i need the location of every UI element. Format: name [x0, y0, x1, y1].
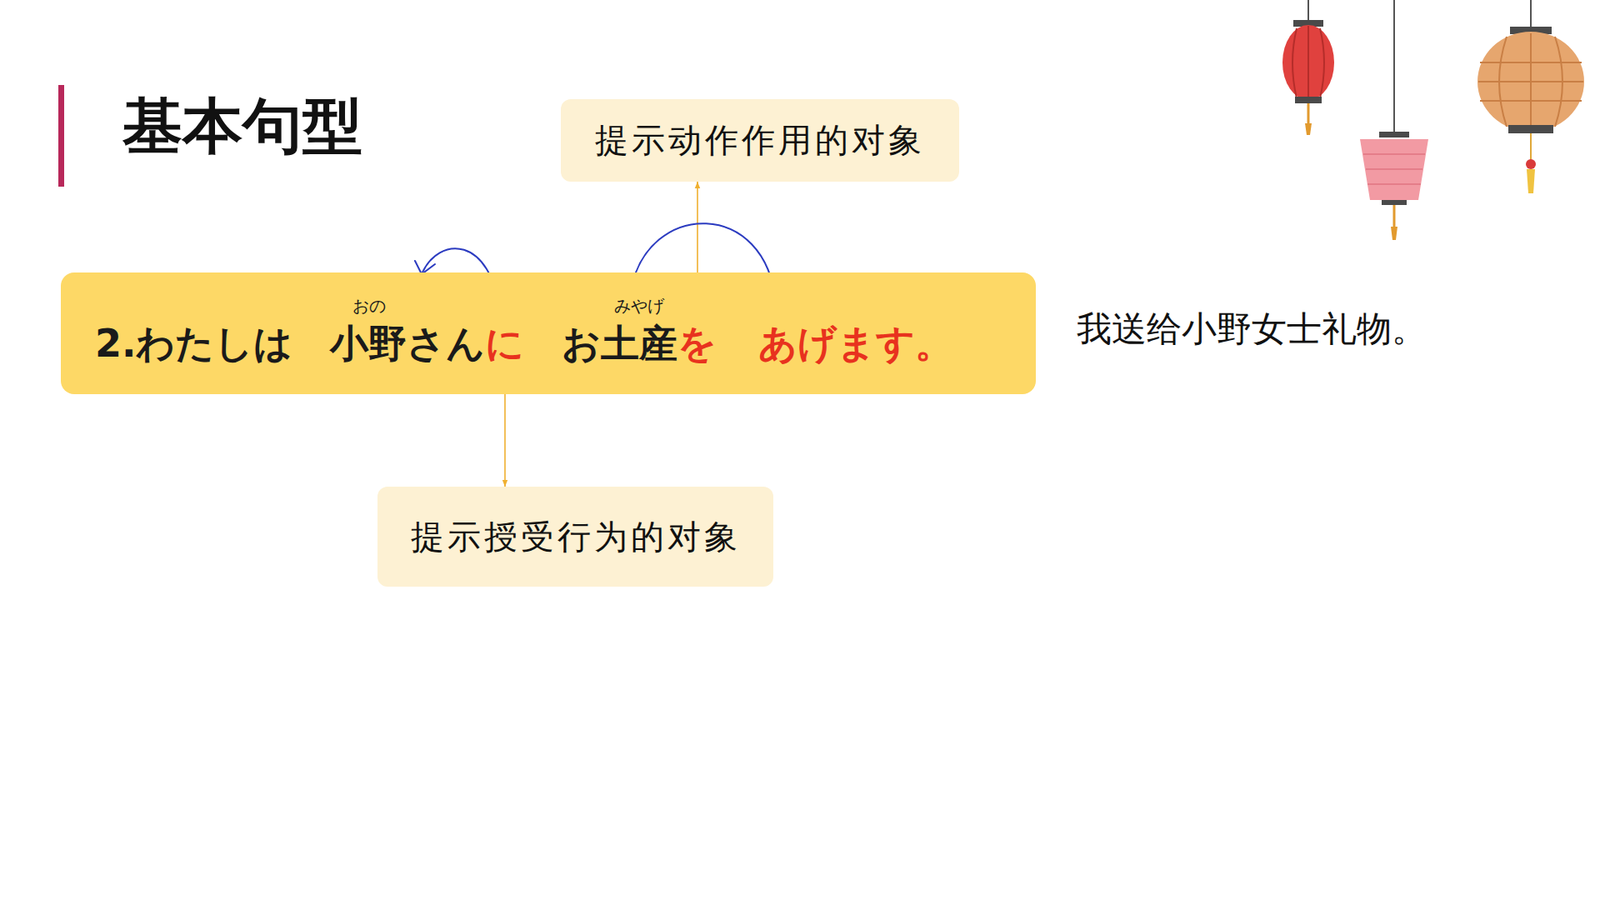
accent-bar: [58, 85, 65, 187]
lantern-ribs: [1292, 25, 1325, 100]
sentence-word: 小野さん: [330, 324, 485, 363]
slide-title: 基本句型: [122, 93, 363, 160]
leader-arrow: [504, 394, 506, 487]
callout-text: 提示授受行为的对象: [410, 514, 741, 560]
lantern-tassel: [1530, 133, 1532, 163]
sentence-word: 2.わたしは: [95, 324, 293, 363]
highlight-word: あげます。: [758, 324, 954, 363]
lantern-tassel: [1307, 103, 1310, 124]
sentence-band: 2.わたしは おの小野さんに みやげお土産を あげます。: [60, 272, 1036, 395]
highlight-word: に: [485, 324, 525, 363]
callout-text: 提示动作作用的对象: [595, 117, 925, 164]
lantern-base: [1295, 96, 1322, 104]
lantern-pink: [1360, 0, 1429, 240]
lantern-tassel: [1393, 205, 1396, 227]
translation-text: 我送给小野女士礼物。: [1076, 310, 1427, 349]
lantern-string: [1530, 0, 1532, 30]
lantern-bead: [1525, 159, 1536, 170]
sentence-word: お土産: [561, 324, 678, 363]
lantern-string: [1307, 0, 1310, 24]
lantern-body: [1360, 139, 1429, 200]
lantern-cap: [1379, 131, 1410, 138]
lantern-string: [1393, 0, 1395, 135]
lantern-ribs: [1363, 154, 1425, 185]
lantern-orange: [1477, 0, 1585, 194]
lantern-body: [1282, 25, 1335, 100]
lantern-tassel: [1305, 123, 1312, 135]
lantern-tassel: [1390, 226, 1398, 240]
lantern-base: [1381, 200, 1407, 205]
lantern-tassel: [1526, 169, 1535, 194]
callout-box: 提示动作作用的对象: [560, 99, 960, 182]
leader-arrow: [696, 181, 699, 273]
furigana: おの: [352, 297, 386, 315]
lantern-red: [1282, 0, 1335, 135]
furigana: みやげ: [614, 297, 665, 315]
highlight-word: を: [677, 324, 717, 363]
lantern-body: [1477, 31, 1585, 132]
callout-box: 提示授受行为的对象: [377, 486, 774, 587]
lantern-ribs: [1478, 33, 1584, 130]
lantern-base: [1508, 125, 1554, 134]
